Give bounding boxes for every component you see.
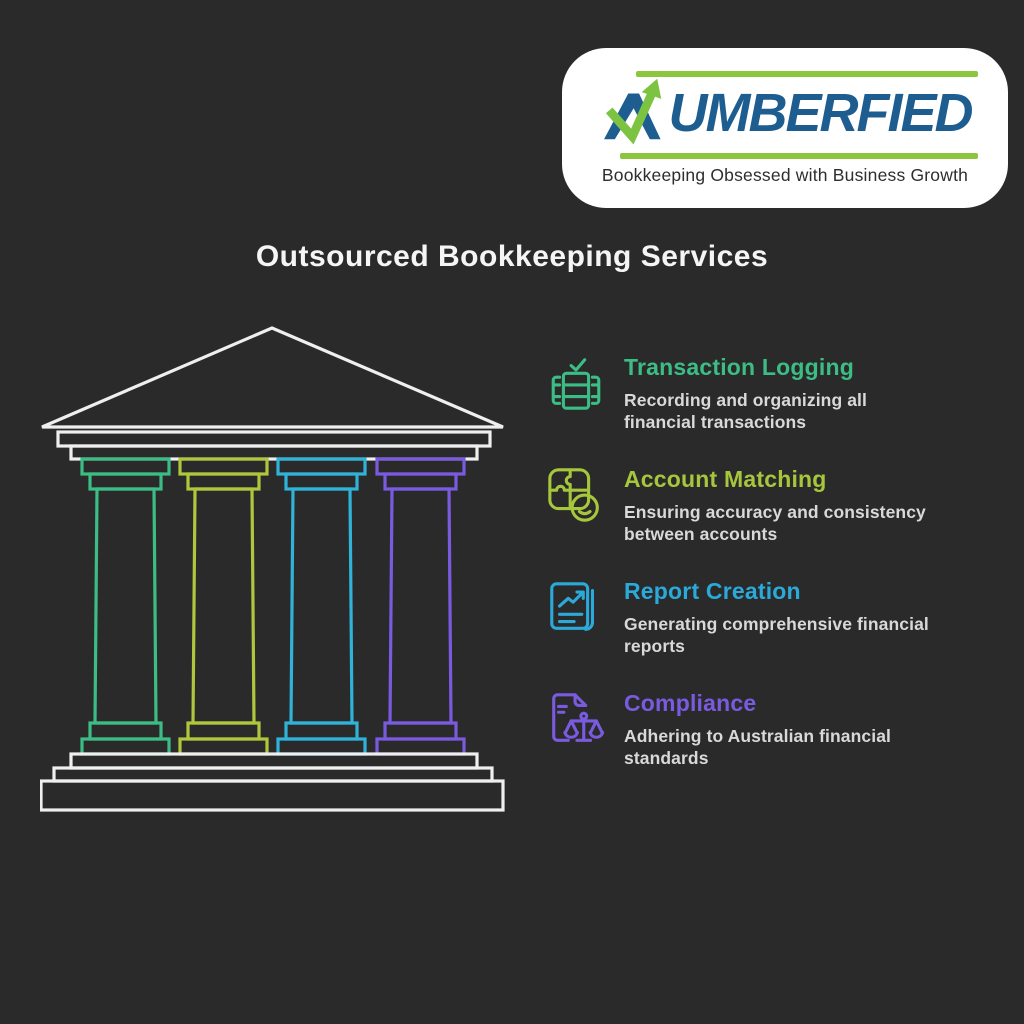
- ledger-check-icon: [545, 352, 607, 416]
- pillar-compliance: [375, 457, 466, 756]
- service-heading: Account Matching: [624, 466, 827, 492]
- pillar-report-creation: [276, 457, 367, 756]
- numberfied-n-arrow-icon: [603, 78, 661, 145]
- list-item-compliance: Compliance Adhering to Australian financ…: [545, 688, 985, 769]
- service-description: Ensuring accuracy and consistency betwee…: [624, 502, 926, 544]
- logo-accent-line-top: [636, 71, 978, 77]
- service-heading: Transaction Logging: [624, 354, 854, 380]
- page-title: Outsourced Bookkeeping Services: [255, 240, 769, 273]
- service-heading: Report Creation: [624, 578, 801, 604]
- list-item-transaction-logging: Transaction Logging Recording and organi…: [545, 352, 985, 433]
- logo-tagline: Bookkeeping Obsessed with Business Growt…: [601, 165, 969, 185]
- temple-four-pillars-illustration: [40, 326, 505, 812]
- service-description: Generating comprehensive financial repor…: [624, 614, 929, 656]
- temple-steps: [40, 752, 505, 812]
- logo-wordmark-row: UMBERFIED: [582, 76, 992, 150]
- logo-wordmark: UMBERFIED: [668, 83, 974, 143]
- temple-pediment: [41, 326, 504, 461]
- numberfied-logo-card: UMBERFIED Bookkeeping Obsessed with Busi…: [562, 48, 1008, 208]
- logo-accent-line-bottom: [620, 153, 978, 159]
- service-heading: Compliance: [624, 690, 757, 716]
- list-item-report-creation: Report Creation Generating comprehensive…: [545, 576, 985, 657]
- service-description: Adhering to Australian financial standar…: [624, 726, 892, 768]
- document-scales-icon: [545, 688, 607, 752]
- service-description: Recording and organizing all financial t…: [624, 390, 867, 432]
- pillar-transaction-logging: [80, 457, 171, 756]
- pillar-account-matching: [178, 457, 269, 756]
- puzzle-smiley-icon: [545, 464, 607, 528]
- list-item-account-matching: Account Matching Ensuring accuracy and c…: [545, 464, 985, 545]
- report-chart-icon: [545, 576, 607, 640]
- services-list: Transaction Logging Recording and organi…: [545, 352, 985, 822]
